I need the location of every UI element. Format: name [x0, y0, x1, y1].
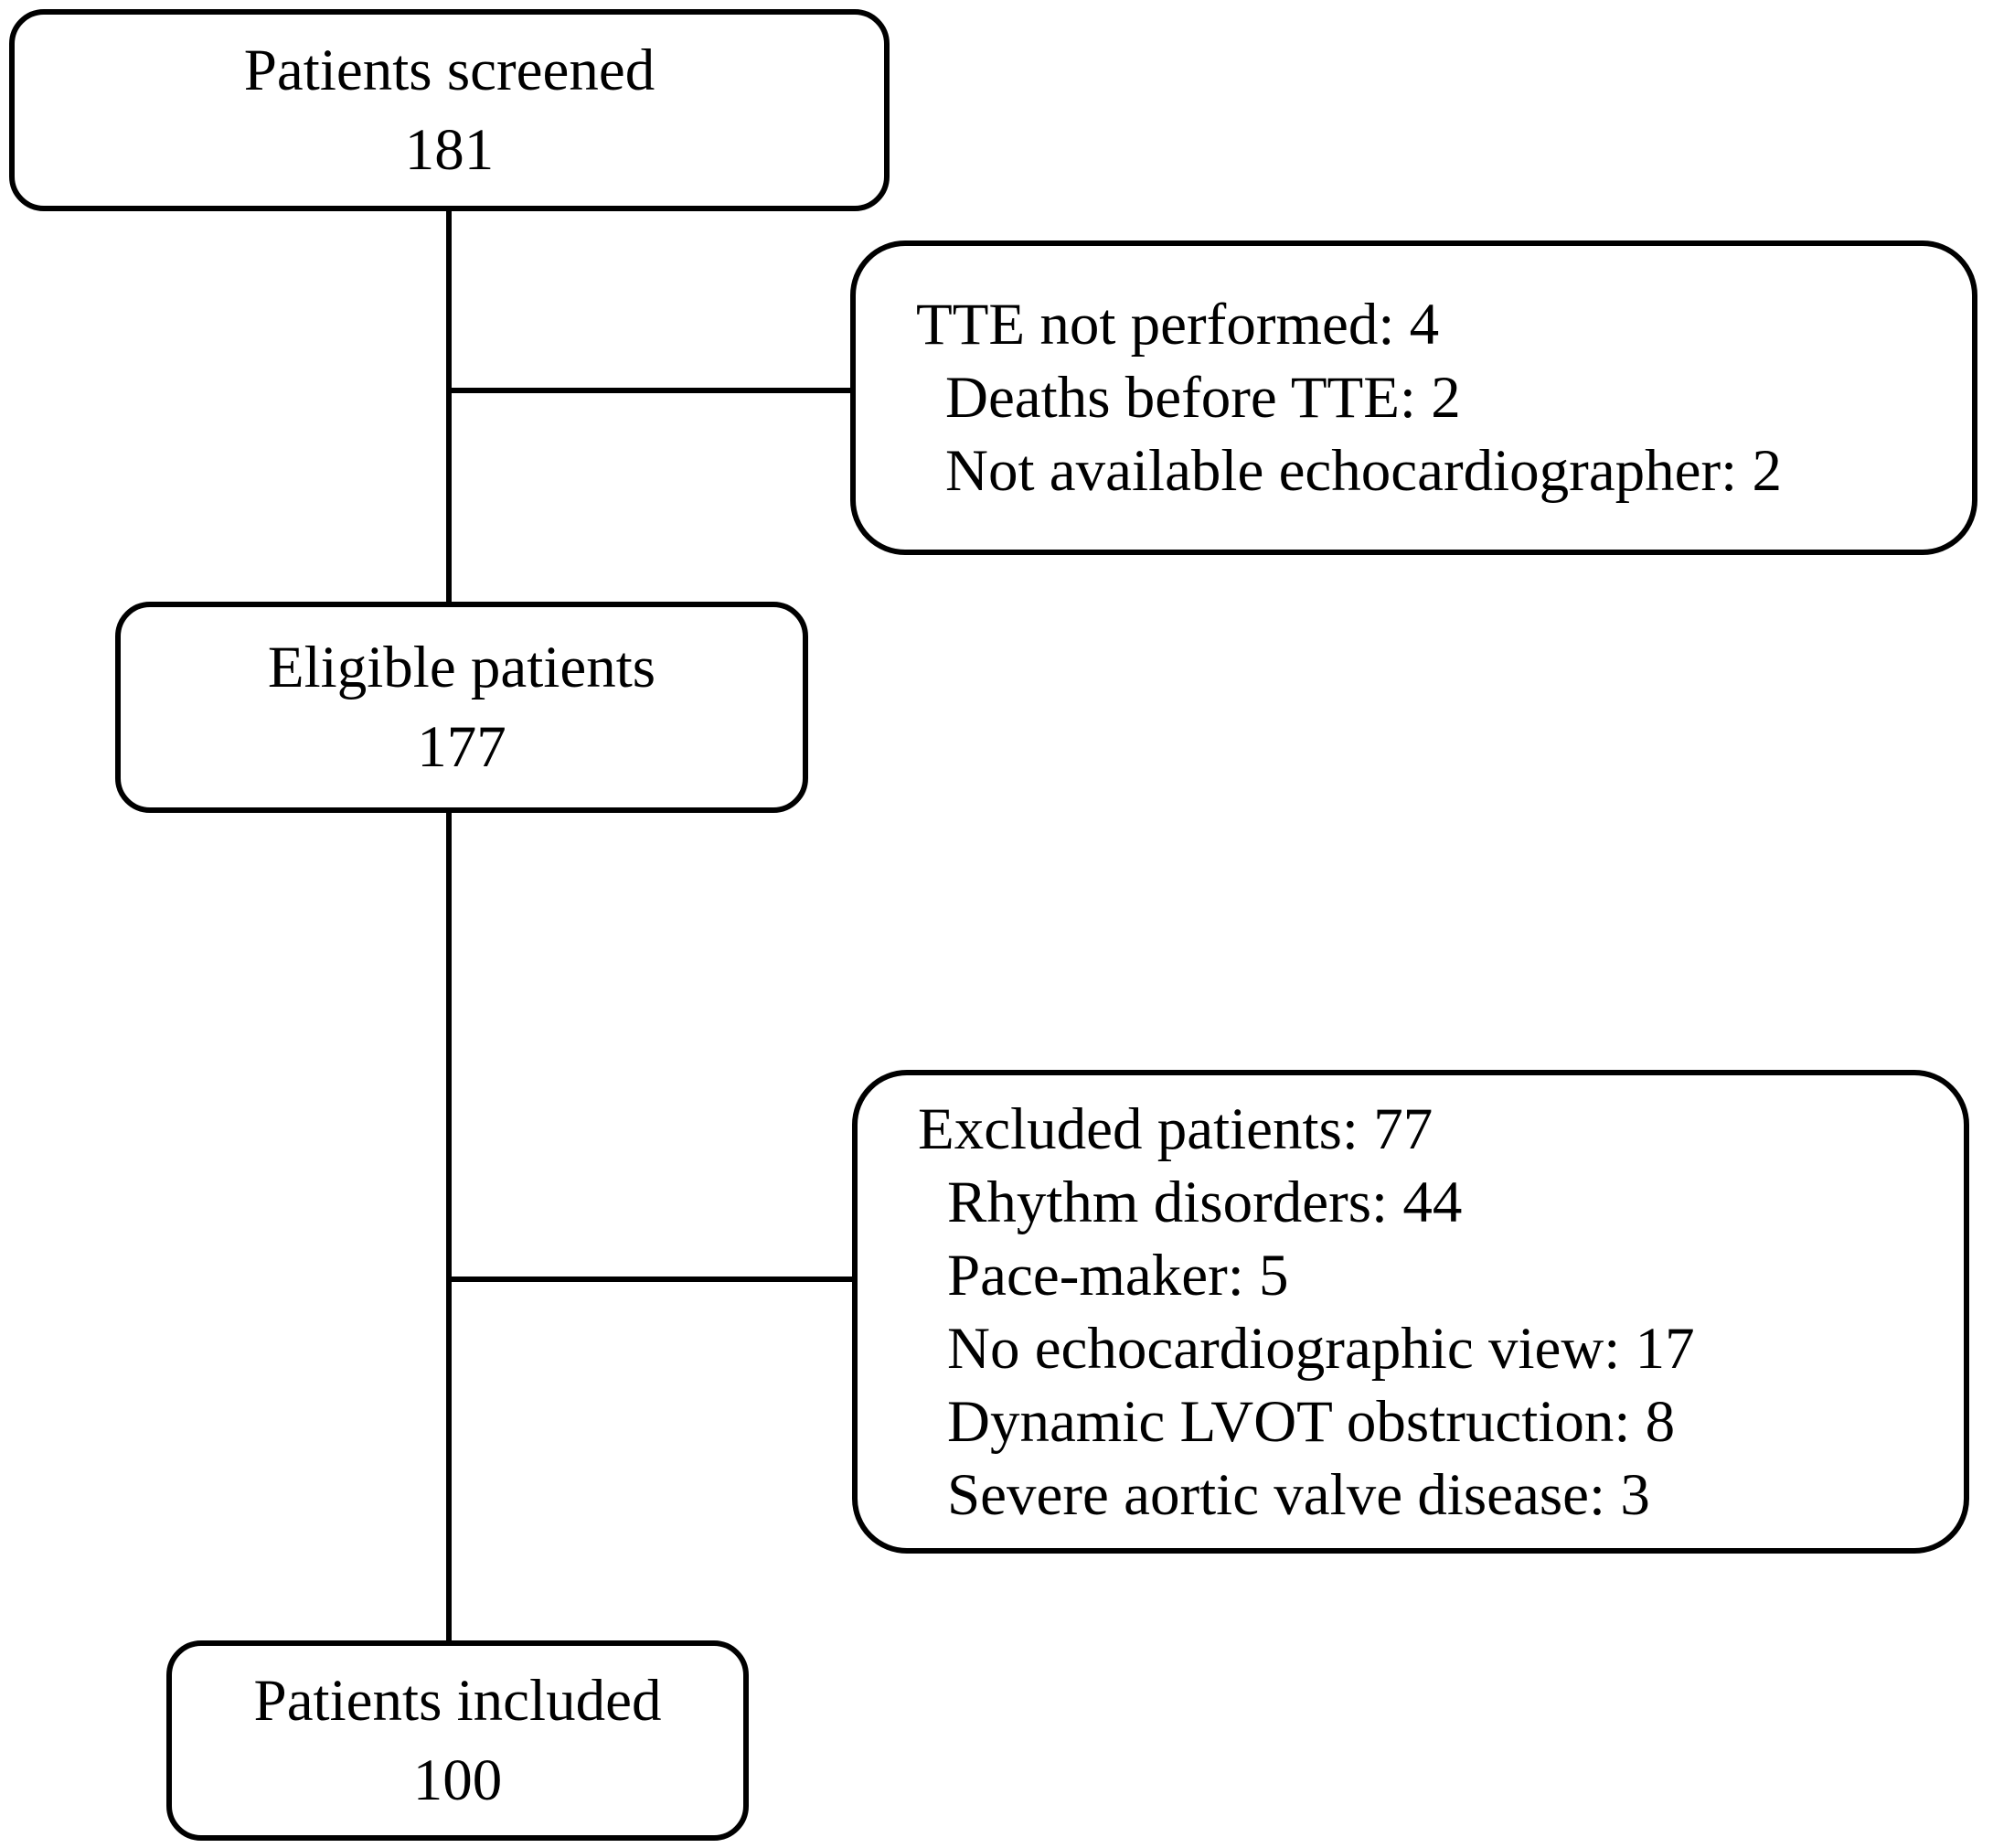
eligible-box: Eligible patients 177: [115, 602, 808, 813]
excluded-reason-no-echo-view: No echocardiographic view: 17: [947, 1315, 1695, 1382]
excluded-reason-aortic-valve-disease: Severe aortic valve disease: 3: [947, 1461, 1650, 1528]
screened-count: 181: [404, 116, 495, 183]
tte-reason-no-echocardiographer: Not available echocardiographer: 2: [945, 438, 1782, 504]
connector-eligible-to-included: [446, 810, 452, 1644]
excluded-reason-lvot-obstruction: Dynamic LVOT obstruction: 8: [947, 1388, 1676, 1455]
connector-branch-excluded: [449, 1277, 855, 1282]
connector-screened-to-eligible: [446, 208, 452, 607]
included-box: Patients included 100: [166, 1640, 749, 1841]
screened-label: Patients screened: [243, 37, 655, 103]
eligible-label: Eligible patients: [267, 634, 656, 700]
tte-reason-deaths: Deaths before TTE: 2: [945, 365, 1461, 431]
excluded-reason-pace-maker: Pace-maker: 5: [947, 1242, 1289, 1309]
excluded-total: Excluded patients: 77: [918, 1095, 1433, 1162]
eligible-count: 177: [417, 713, 506, 780]
included-label: Patients included: [253, 1667, 662, 1734]
included-count: 100: [412, 1747, 503, 1813]
screened-box: Patients screened 181: [9, 9, 890, 211]
connector-branch-tte-not-performed: [449, 388, 853, 393]
tte-not-performed-box: TTE not performed: 4 Deaths before TTE: …: [850, 240, 1977, 555]
excluded-reason-rhythm-disorders: Rhythm disorders: 44: [947, 1169, 1463, 1235]
excluded-box: Excluded patients: 77 Rhythm disorders: …: [852, 1070, 1969, 1554]
tte-not-performed-total: TTE not performed: 4: [916, 292, 1440, 358]
